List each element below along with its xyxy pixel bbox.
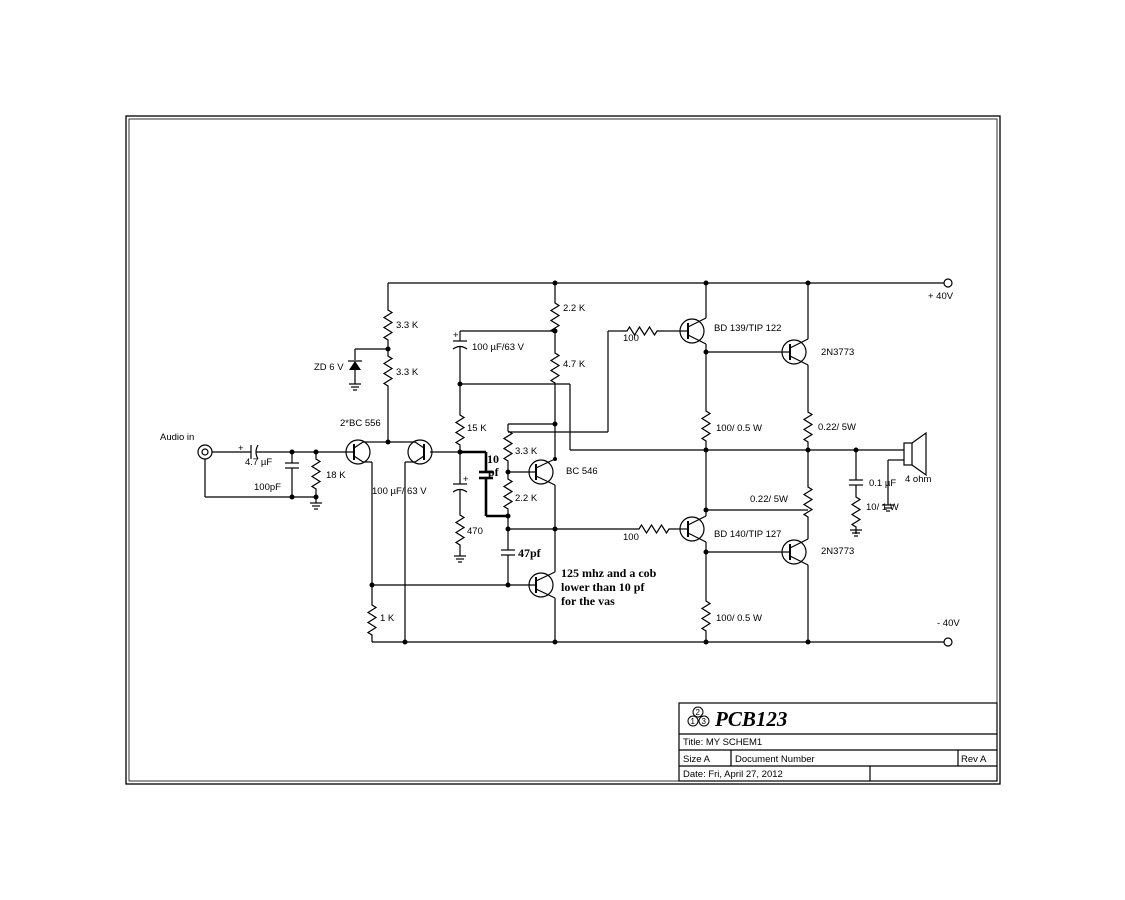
label-3k3-top: 3.3 K xyxy=(396,320,419,331)
svg-text:1: 1 xyxy=(691,717,696,726)
resistor-3k3-vbe xyxy=(503,423,513,469)
label-vas-cap: 100 µF/63 V xyxy=(472,342,525,353)
label-vas-cap-plus: + xyxy=(453,330,459,341)
size-field: Size A xyxy=(683,754,711,765)
transistor-driver-top xyxy=(679,317,707,345)
speaker xyxy=(882,431,927,512)
label-bc546: BC 546 xyxy=(566,466,598,477)
label-10pf-a: 10 xyxy=(487,452,499,466)
feedback-network xyxy=(452,330,571,563)
label-rail-positive: + 40V xyxy=(928,291,954,302)
vbe-multiplier xyxy=(503,280,632,532)
zener-diode xyxy=(349,361,361,370)
label-100-0w5-top: 100/ 0.5 W xyxy=(716,423,762,434)
transistor-driver-bottom xyxy=(679,515,707,543)
label-3k3-bottom: 3.3 K xyxy=(396,367,419,378)
zobel-network xyxy=(849,447,863,537)
label-zobel-cap: 0.1 µF xyxy=(869,478,896,489)
title-block: 2 1 3 PCB123 Title: MY SCHEM1 Size A Doc… xyxy=(678,702,998,782)
document-number-field: Document Number xyxy=(735,754,815,765)
transistor-output-top xyxy=(780,338,809,366)
label-audio-in: Audio in xyxy=(160,432,194,443)
transistor-q1 xyxy=(345,439,372,465)
label-output-top: 2N3773 xyxy=(821,347,854,358)
label-zobel-resistor: 10/ 1 W xyxy=(866,502,899,513)
label-2k2-vbe: 2.2 K xyxy=(515,493,538,504)
label-4k7-load: 4.7 K xyxy=(563,359,586,370)
label-100pf: 100pF xyxy=(254,482,281,493)
resistor-3k3-top xyxy=(383,302,393,348)
label-input-cap: 4.7 µF xyxy=(245,457,272,468)
vas-stage xyxy=(501,529,558,645)
title-field: Title: MY SCHEM1 xyxy=(683,737,762,748)
svg-text:3: 3 xyxy=(702,717,707,726)
resistor-0r22-top xyxy=(803,404,813,450)
label-note-line2: lower than 10 pf xyxy=(561,580,645,594)
pcb123-logo-icon: 2 1 3 xyxy=(687,706,710,727)
resistor-18k xyxy=(311,451,321,497)
date-field: Date: Fri, April 27, 2012 xyxy=(683,769,783,780)
label-100uf-63v: 100 µF/ 63 V xyxy=(372,486,427,497)
label-zener: ZD 6 V xyxy=(314,362,344,373)
resistor-2k2-vbe xyxy=(503,471,513,517)
label-input-cap-plus: + xyxy=(238,443,244,454)
label-470: 470 xyxy=(467,526,483,537)
component-labels: Audio in + 4.7 µF 100pF 18 K 2*BC 556 3.… xyxy=(160,291,960,629)
resistor-100-0w5-bottom xyxy=(701,593,711,639)
terminal-positive xyxy=(943,278,953,288)
resistor-1k xyxy=(367,597,377,643)
label-1k: 1 K xyxy=(380,613,395,624)
transistor-output-bottom xyxy=(780,538,809,566)
label-output-bottom: 2N3773 xyxy=(821,546,854,557)
sheet-border xyxy=(125,115,1001,785)
resistor-3k3-bottom xyxy=(383,348,393,394)
label-15k: 15 K xyxy=(467,423,487,434)
transistor-vas xyxy=(528,572,554,598)
label-47pf: 47pf xyxy=(518,546,542,560)
label-speaker: 4 ohm xyxy=(905,474,931,485)
label-note-line1: 125 mhz and a cob xyxy=(561,566,657,580)
label-2xbc556: 2*BC 556 xyxy=(340,418,381,429)
resistor-100-0w5-top xyxy=(701,403,711,449)
label-lower-cap-plus: + xyxy=(463,474,469,485)
label-note-line3: for the vas xyxy=(561,594,615,608)
label-18k: 18 K xyxy=(326,470,346,481)
label-100-bottom: 100 xyxy=(623,532,639,543)
label-10pf-b: pf xyxy=(488,465,500,479)
label-100-top: 100 xyxy=(623,333,639,344)
rail-negative xyxy=(372,637,953,647)
label-driver-bottom: BD 140/TIP 127 xyxy=(714,529,781,540)
input-stage xyxy=(197,444,348,510)
resistor-0r22-bottom xyxy=(803,479,813,525)
resistor-470 xyxy=(455,507,465,553)
label-rail-negative: - 40V xyxy=(937,618,960,629)
revision-field: Rev A xyxy=(961,754,987,765)
label-3k3-vbe: 3.3 K xyxy=(515,446,538,457)
label-2k2-load: 2.2 K xyxy=(563,303,586,314)
label-100-0w5-bottom: 100/ 0.5 W xyxy=(716,613,762,624)
label-0r22-bottom: 0.22/ 5W xyxy=(750,494,788,505)
resistor-zobel xyxy=(851,489,861,535)
svg-text:2: 2 xyxy=(696,708,701,717)
transistor-q2 xyxy=(405,439,436,465)
resistor-15k xyxy=(455,407,465,453)
terminal-negative xyxy=(943,637,953,647)
rail-positive xyxy=(388,278,953,288)
logo-text: PCB123 xyxy=(714,707,787,731)
label-driver-top: BD 139/TIP 122 xyxy=(714,323,781,334)
label-0r22-top: 0.22/ 5W xyxy=(818,422,856,433)
